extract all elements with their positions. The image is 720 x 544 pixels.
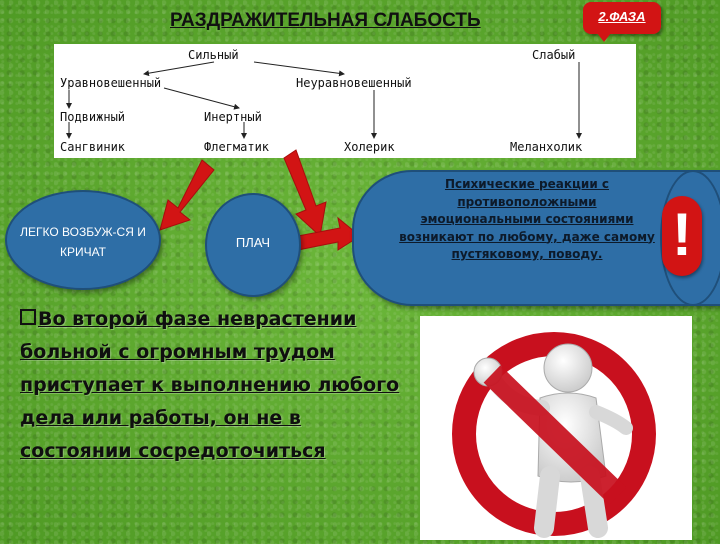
reactions-scroll [352, 170, 720, 306]
red-arrow-right [283, 149, 327, 237]
arrow-strong-balanced [143, 61, 215, 77]
node-unbalanced: Неуравновешенный [296, 76, 412, 90]
phase-badge: 2.ФАЗА [583, 2, 661, 42]
body-paragraph: Во второй фазе неврастении больной с огр… [20, 303, 400, 468]
body-paragraph-text: Во второй фазе неврастении больной с огр… [20, 308, 400, 462]
node-choleric: Холерик [344, 140, 395, 154]
reactions-text: Психические реакции с противоположными э… [399, 177, 655, 261]
node-balanced: Уравновешенный [60, 76, 162, 90]
node-inert: Инертный [204, 110, 262, 124]
phase-badge-label: 2.ФАЗА [598, 9, 646, 24]
scheme-arrows [66, 61, 582, 139]
node-strong: Сильный [188, 48, 239, 62]
node-sanguine: Сангвиник [60, 140, 126, 154]
node-melancholic: Меланхолик [510, 140, 583, 154]
red-arrow-scroll [297, 216, 361, 251]
node-phlegmatic: Флегматик [204, 140, 270, 154]
red-arrow-left [159, 159, 215, 231]
node-weak: Слабый [532, 48, 576, 62]
alert-mark: ! [672, 201, 692, 268]
stop-figure-image [420, 316, 692, 540]
arrow-balanced-inert [163, 87, 240, 110]
exclamation-icon: ! [662, 196, 702, 276]
arrow-strong-unbalanced [253, 61, 345, 77]
temperament-scheme: Сильный Слабый Уравновешенный Неуравнове… [54, 44, 636, 158]
checkbox-bullet-icon [20, 309, 36, 325]
prohibition-slash [483, 365, 627, 505]
symptom-oval-crying: ПЛАЧ [205, 193, 301, 297]
symptom-excitable-label: ЛЕГКО ВОЗБУЖ-СЯ И КРИЧАТ [20, 225, 146, 259]
node-mobile: Подвижный [60, 110, 126, 124]
symptom-oval-excitable: ЛЕГКО ВОЗБУЖ-СЯ И КРИЧАТ [5, 190, 161, 290]
slide-title: РАЗДРАЖИТЕЛЬНАЯ СЛАБОСТЬ [170, 10, 481, 31]
symptom-crying-label: ПЛАЧ [235, 235, 271, 250]
